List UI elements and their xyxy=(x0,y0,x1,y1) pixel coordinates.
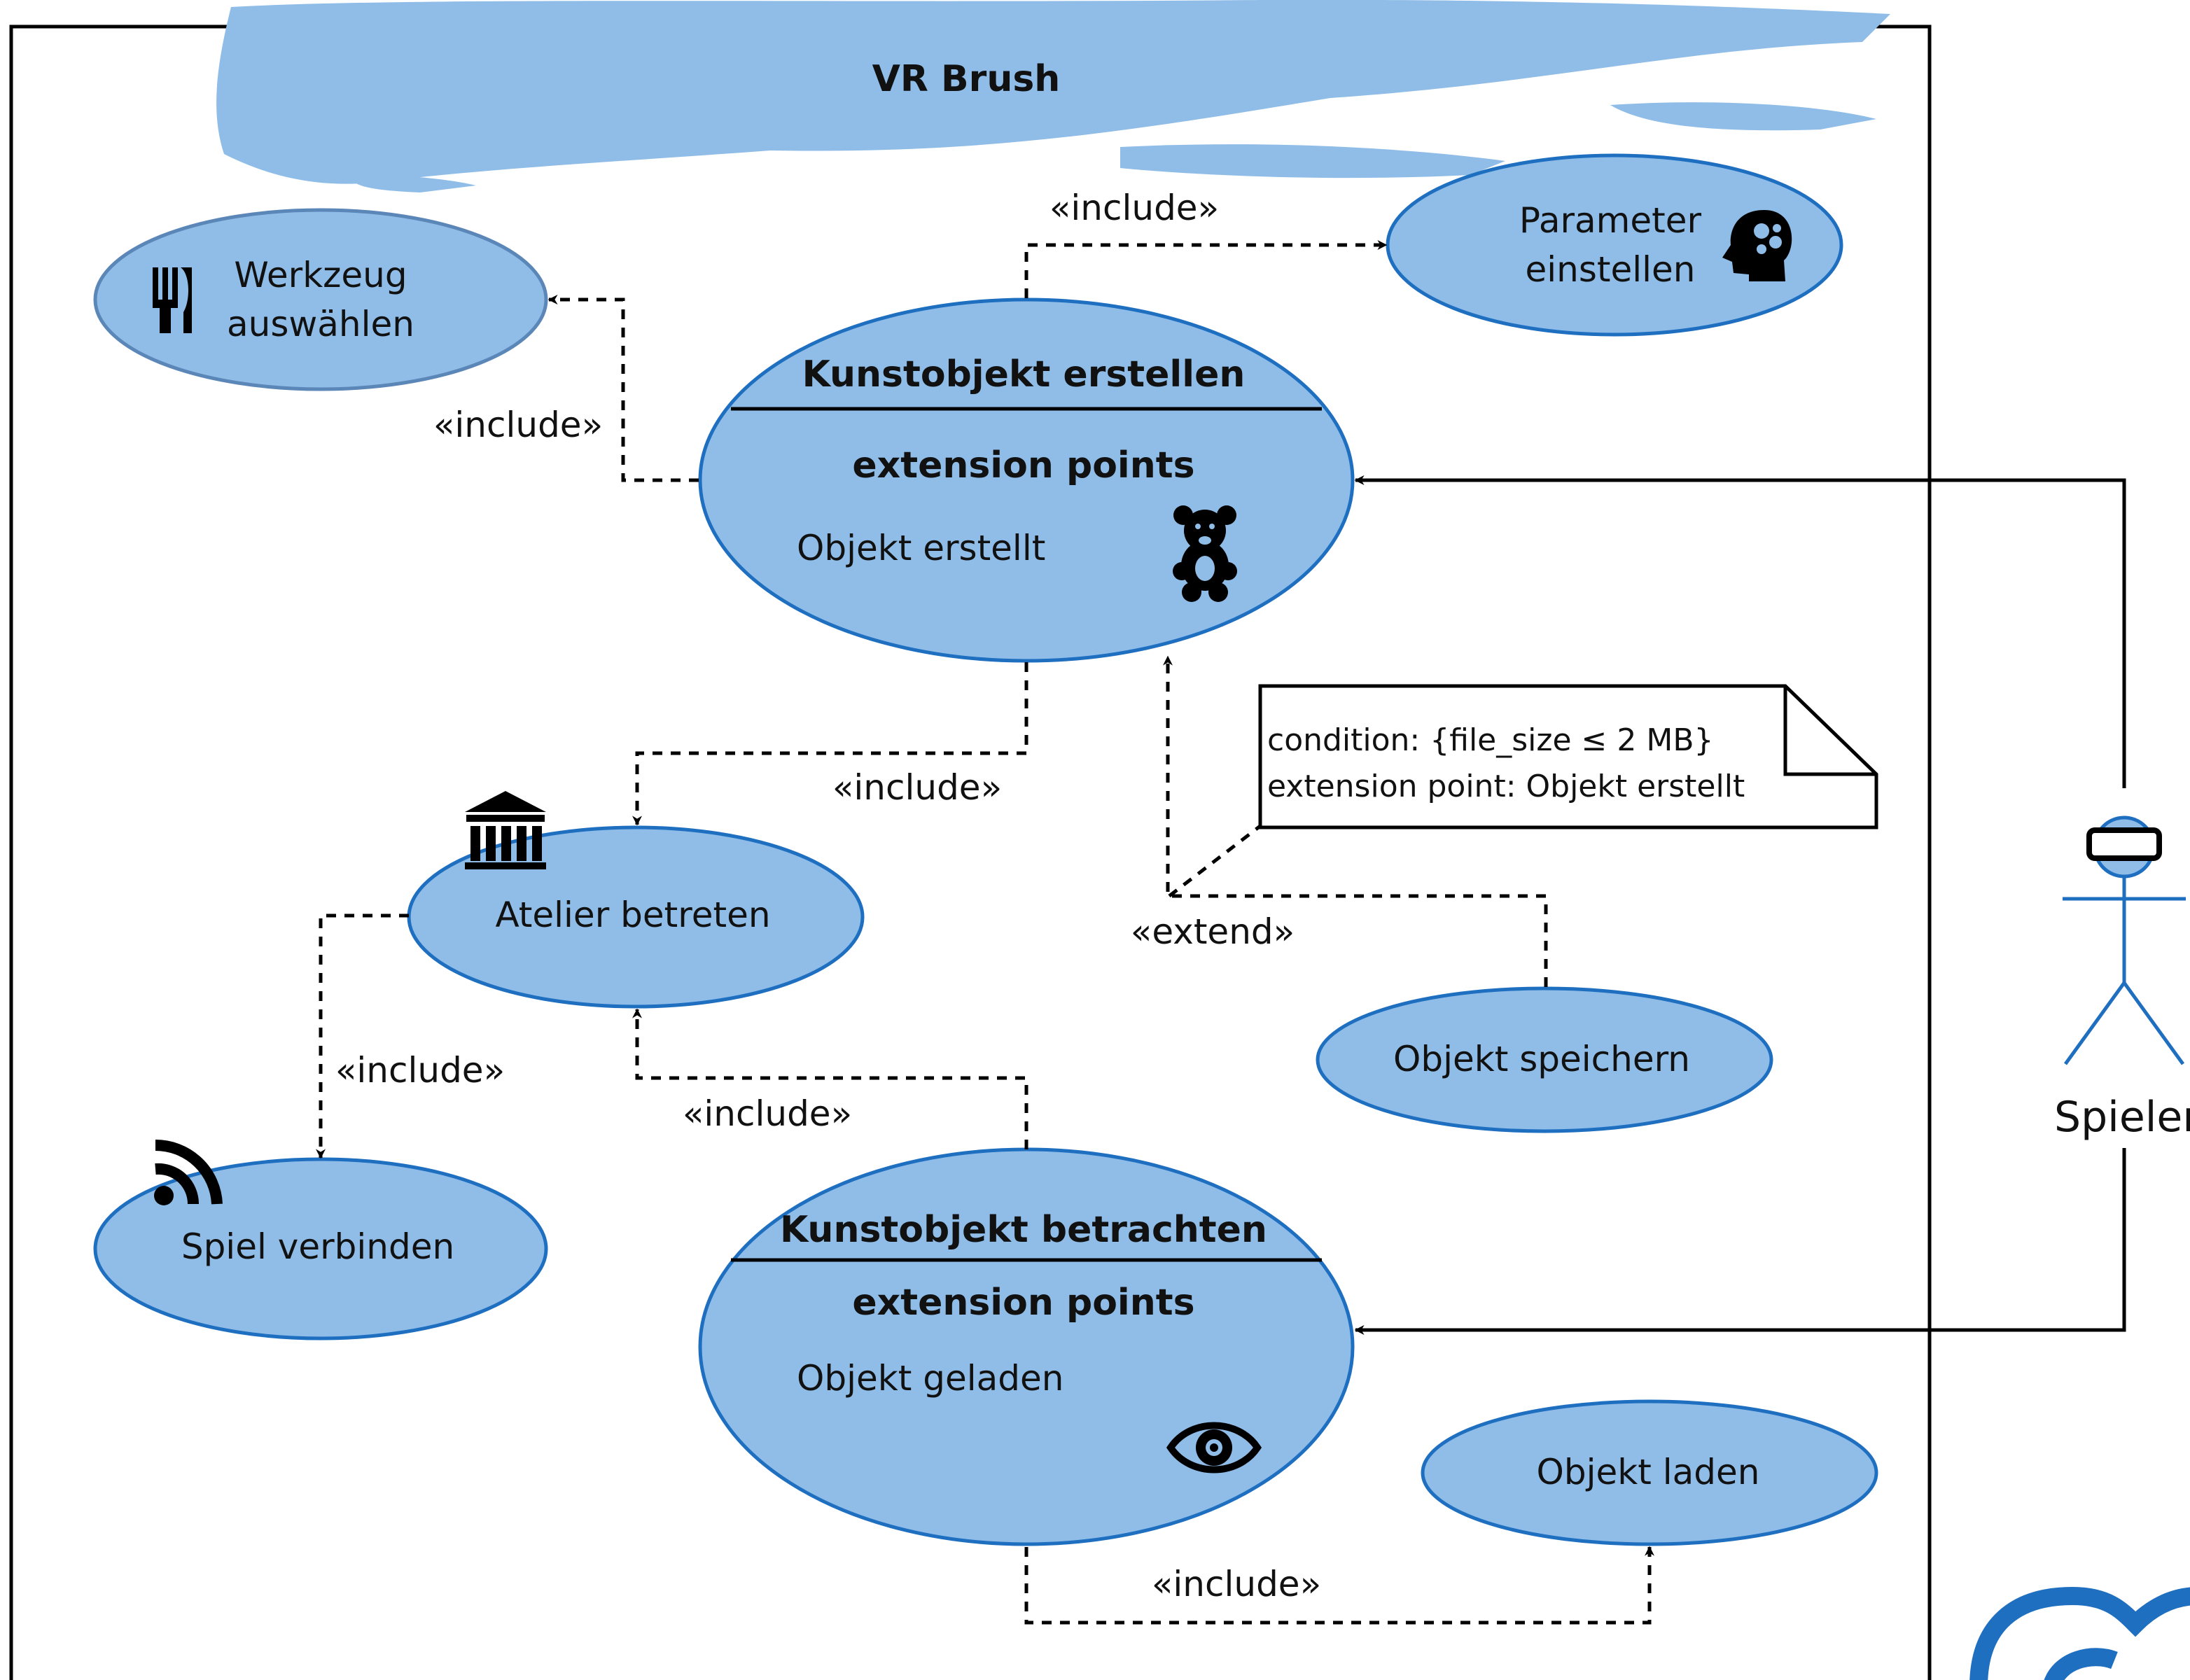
head-gears-icon xyxy=(1722,210,1792,281)
usecase-objekt-laden[interactable]: Objekt laden xyxy=(1421,1399,1878,1546)
edge-actor-betrachten xyxy=(1354,1148,2126,1335)
label-include-atelier-from-betrachten: «include» xyxy=(683,1093,852,1134)
edge-extend-speichern xyxy=(1163,655,1548,987)
kunst-betrachten-title: Kunstobjekt betrachten xyxy=(780,1209,1267,1251)
label-extend-speichern: «extend» xyxy=(1131,911,1295,952)
usecase-atelier-betreten[interactable]: Atelier betreten xyxy=(407,791,865,1009)
parameter-label-line1: Parameter xyxy=(1519,200,1702,241)
teddy-bear-icon xyxy=(1173,505,1237,602)
usecase-werkzeug-auswaehlen[interactable]: Werkzeug auswählen xyxy=(93,208,548,391)
note-line1: condition: {file_size ≤ 2 MB} xyxy=(1267,722,1714,758)
condition-note: condition: {file_size ≤ 2 MB} extension … xyxy=(1258,684,1878,830)
label-include-laden: «include» xyxy=(1152,1564,1321,1604)
logo-mark xyxy=(1969,1586,2190,1680)
edge-include-parameter xyxy=(1024,240,1388,298)
parameter-label-line2: einstellen xyxy=(1526,249,1696,290)
actor-name: Spieler xyxy=(2054,1093,2190,1142)
usecase-spiel-verbinden[interactable]: Spiel verbinden xyxy=(93,1139,548,1340)
kunst-erstellen-title: Kunstobjekt erstellen xyxy=(802,354,1246,396)
laden-label: Objekt laden xyxy=(1537,1452,1760,1492)
vr-headset-icon xyxy=(2086,827,2162,861)
fork-knife-icon xyxy=(153,267,192,333)
brush-stroke-decoration xyxy=(216,0,1890,192)
edge-include-laden xyxy=(1024,1546,1654,1625)
note-line2: extension point: Objekt erstellt xyxy=(1267,769,1745,804)
speichern-label: Objekt speichern xyxy=(1393,1039,1690,1079)
rss-icon xyxy=(154,1139,223,1205)
edge-include-werkzeug xyxy=(548,295,699,482)
museum-icon xyxy=(465,791,546,869)
kunst-erstellen-ext-point: Objekt erstellt xyxy=(797,528,1045,568)
label-include-parameter: «include» xyxy=(1049,188,1219,228)
edge-actor-erstellen xyxy=(1354,475,2126,788)
usecase-kunstobjekt-betrachten[interactable]: Kunstobjekt betrachten extension points … xyxy=(698,1147,1355,1546)
kunst-betrachten-ext-point: Objekt geladen xyxy=(797,1358,1063,1399)
edge-include-spiel xyxy=(316,913,409,1159)
label-include-werkzeug: «include» xyxy=(433,405,603,445)
kunst-erstellen-ext-heading: extension points xyxy=(852,444,1194,486)
usecase-objekt-speichern[interactable]: Objekt speichern xyxy=(1316,986,1773,1133)
eye-icon xyxy=(1166,1422,1262,1474)
spiel-label: Spiel verbinden xyxy=(181,1226,454,1267)
werkzeug-label-line2: auswählen xyxy=(227,304,414,344)
usecase-kunstobjekt-erstellen[interactable]: Kunstobjekt erstellen extension points O… xyxy=(698,298,1355,663)
usecase-parameter-einstellen[interactable]: Parameter einstellen xyxy=(1386,153,1843,337)
kunst-betrachten-ext-heading: extension points xyxy=(852,1282,1194,1324)
atelier-label: Atelier betreten xyxy=(495,895,770,935)
edge-note-anchor xyxy=(1168,825,1262,897)
actor-spieler[interactable]: Spieler xyxy=(2054,816,2190,1142)
edge-include-atelier-from-betrachten xyxy=(632,1008,1028,1149)
label-include-spiel: «include» xyxy=(335,1050,505,1091)
edge-include-atelier-from-erstellen xyxy=(632,662,1028,826)
system-title: VR Brush xyxy=(872,58,1061,100)
werkzeug-label-line1: Werkzeug xyxy=(234,255,407,295)
label-include-atelier-from-erstellen: «include» xyxy=(832,767,1002,808)
